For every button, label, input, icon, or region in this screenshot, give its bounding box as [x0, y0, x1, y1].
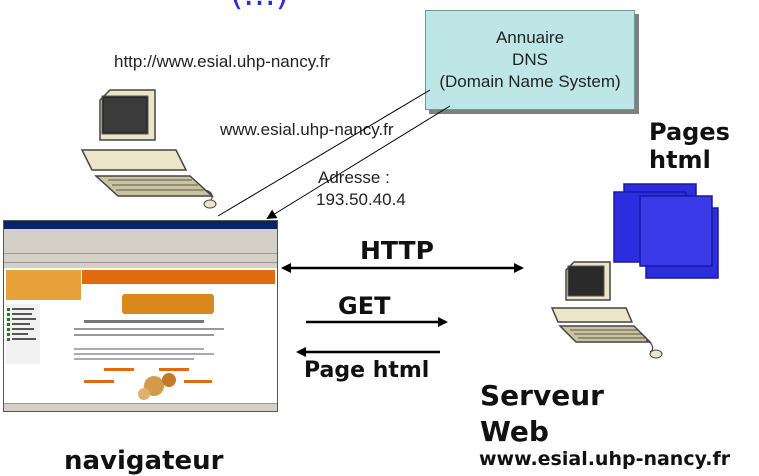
browser-titlebar — [4, 221, 277, 229]
browser-statusbar — [4, 403, 277, 411]
address-label: Adresse : — [318, 168, 390, 187]
server-label-line-1: Serveur — [480, 379, 604, 412]
slide-title-fragment: (...) — [230, 0, 289, 14]
server-computer-icon — [550, 261, 663, 359]
page-html-label: Page html — [304, 358, 430, 383]
client-computer-icon — [80, 89, 217, 209]
dns-query-line — [217, 89, 431, 217]
requested-url: http://www.esial.uhp-nancy.fr — [114, 52, 331, 71]
browser-address-bar — [4, 254, 277, 263]
dns-line-2: DNS — [512, 50, 548, 69]
dns-response-arrow — [266, 105, 451, 220]
browser-toolbar — [4, 229, 277, 254]
pages-label-line-1: Pages — [649, 118, 730, 146]
browser-screenshot — [3, 220, 278, 412]
html-pages-icon — [613, 183, 719, 279]
address-value: 193.50.40.4 — [316, 190, 406, 209]
pages-label-line-2: html — [649, 146, 711, 174]
client-label: navigateur — [64, 446, 224, 476]
server-domain: www.esial.uhp-nancy.fr — [479, 448, 731, 470]
dns-line-1: Annuaire — [495, 28, 565, 47]
pages-label: Pages html — [649, 118, 730, 174]
server-label-line-2: Web — [480, 415, 549, 448]
dns-query-text: www.esial.uhp-nancy.fr — [220, 120, 394, 139]
get-label: GET — [338, 292, 391, 320]
dns-box: Annuaire DNS (Domain Name System) — [425, 10, 635, 110]
http-label: HTTP — [360, 236, 434, 265]
dns-line-3: (Domain Name System) — [439, 72, 621, 91]
browser-page-content — [4, 268, 277, 405]
server-label: Serveur Web — [480, 378, 604, 450]
